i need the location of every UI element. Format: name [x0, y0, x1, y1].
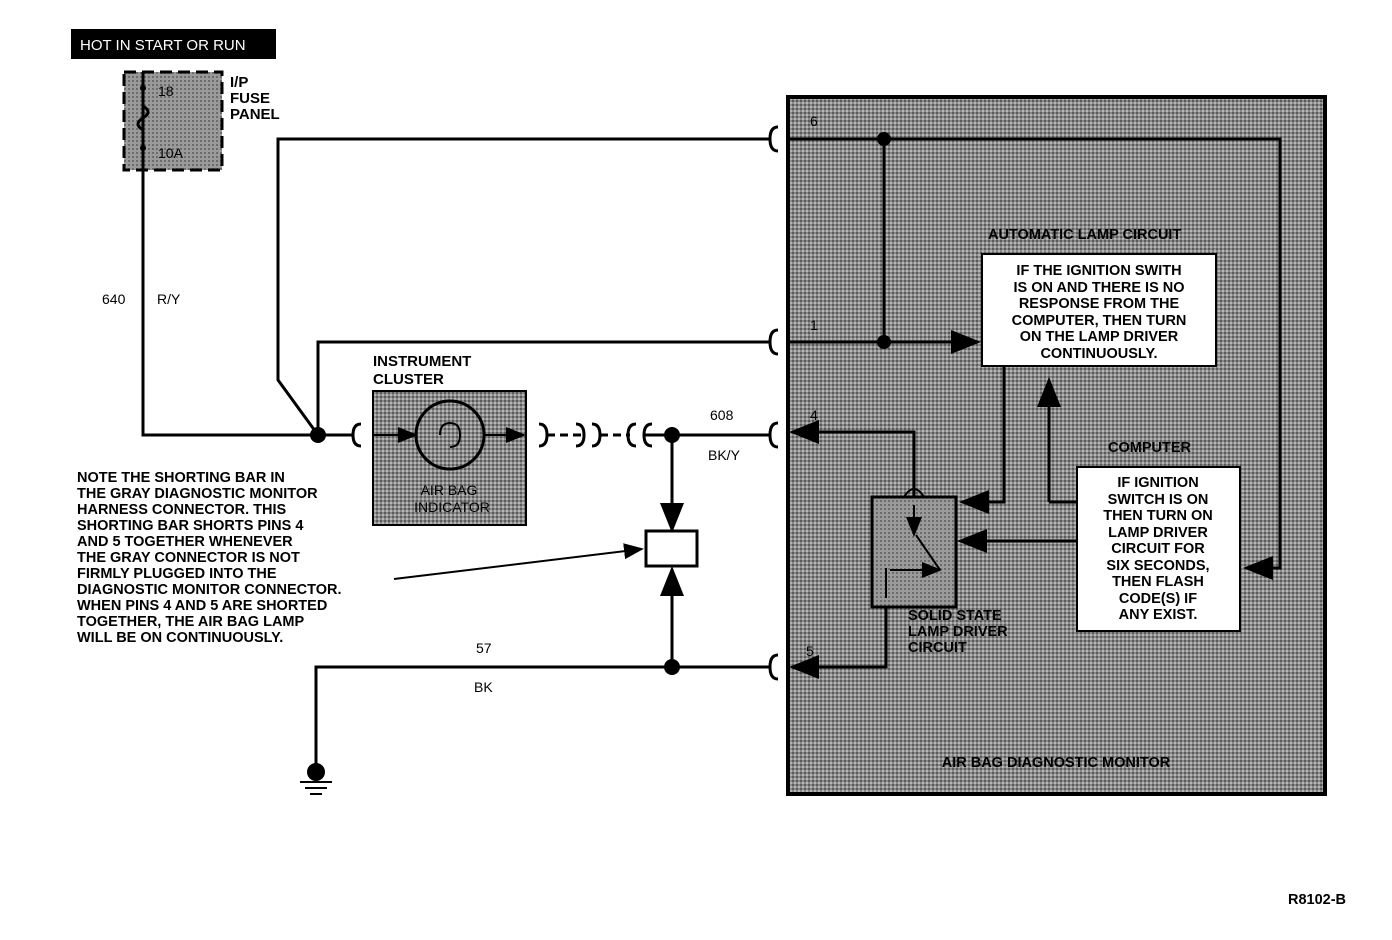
wire-57-color: BK	[474, 679, 493, 695]
fuse-pin: 18	[158, 83, 174, 99]
box1-line: IF THE IGNITION SWITH	[1016, 263, 1181, 279]
wire-to-pin-6	[276, 137, 770, 436]
box2-line: THEN FLASH	[1112, 574, 1204, 590]
note-line: TOGETHER, THE AIR BAG LAMP	[77, 614, 305, 630]
note-line: FIRMLY PLUGGED INTO THE	[77, 566, 277, 582]
instrument-cluster: AIR BAG INDICATOR	[372, 390, 527, 526]
computer-logic-box	[1076, 466, 1241, 632]
computer-label: COMPUTER	[1108, 440, 1192, 456]
shorting-bar-note: NOTE THE SHORTING BAR IN THE GRAY DIAGNO…	[77, 470, 342, 646]
connector-c4	[642, 422, 653, 448]
automatic-lamp-circuit-label: AUTOMATIC LAMP CIRCUIT	[988, 227, 1181, 243]
wire-608-number: 608	[710, 407, 734, 423]
box1-line: COMPUTER, THEN TURN	[1012, 313, 1187, 329]
hot-in-start-or-run-label: HOT IN START OR RUN	[71, 29, 276, 59]
wire-608-color: BK/Y	[708, 447, 741, 463]
box2-line: LAMP DRIVER	[1108, 525, 1208, 541]
air-bag-diagnostic-monitor: 6 1 4 5 SOLID STATE LAMP DRIVER CIRCUIT …	[768, 95, 1327, 796]
note-line: AND 5 TOGETHER WHENEVER	[77, 534, 293, 550]
wire-640	[141, 170, 318, 437]
fuse-panel-label-2: FUSE	[230, 90, 270, 107]
pin-1-label: 1	[810, 317, 818, 333]
air-bag-indicator-label-2: INDICATOR	[414, 499, 490, 515]
lamp-circuit-logic-box	[981, 253, 1217, 367]
note-arrow	[393, 543, 644, 580]
note-line: THE GRAY DIAGNOSTIC MONITOR	[77, 486, 318, 502]
svg-text:HOT IN START OR RUN: HOT IN START OR RUN	[80, 37, 246, 54]
solid-state-label-2: LAMP DRIVER	[908, 624, 1008, 640]
box2-line: CODE(S) IF	[1119, 591, 1197, 607]
fuse-rating: 10A	[158, 145, 184, 161]
box1-line: RESPONSE FROM THE	[1019, 296, 1180, 312]
shorting-bar	[644, 529, 699, 568]
wire-640-number: 640	[102, 291, 126, 307]
connector-pin-5	[768, 653, 779, 681]
connector-c2	[538, 422, 549, 448]
box2-line: THEN TURN ON	[1103, 508, 1213, 524]
note-line: WILL BE ON CONTINUOUSLY.	[77, 630, 283, 646]
connector-pin-4	[768, 421, 779, 449]
box2-line: SWITCH IS ON	[1108, 492, 1209, 508]
connector-c3	[591, 422, 602, 448]
box1-line: IS ON AND THERE IS NO	[1013, 280, 1184, 296]
note-line: NOTE THE SHORTING BAR IN	[77, 470, 285, 486]
solid-state-label-3: CIRCUIT	[908, 640, 967, 656]
connector-pin-1	[768, 328, 779, 356]
connector-c1	[351, 422, 362, 448]
box2-line: IF IGNITION	[1117, 475, 1198, 491]
wire-57-number: 57	[476, 640, 492, 656]
box1-line: CONTINUOUSLY.	[1040, 346, 1157, 362]
fuse-panel-label-1: I/P	[230, 74, 248, 91]
note-line: DIAGNOSTIC MONITOR CONNECTOR.	[77, 582, 342, 598]
ground-icon	[300, 763, 332, 795]
instrument-cluster-title-1: INSTRUMENT	[373, 353, 471, 370]
air-bag-indicator-label-1: AIR BAG	[421, 482, 478, 498]
instrument-cluster-title-2: CLUSTER	[373, 371, 444, 388]
note-line: SHORTING BAR SHORTS PINS 4	[77, 518, 303, 534]
fuse-symbol	[136, 104, 150, 132]
figure-code: R8102-B	[1288, 892, 1346, 908]
box2-line: SIX SECONDS,	[1106, 558, 1209, 574]
wire-to-pin-1	[316, 340, 770, 435]
wire-57	[314, 665, 770, 770]
box1-line: ON THE LAMP DRIVER	[1020, 329, 1179, 345]
note-line: THE GRAY CONNECTOR IS NOT	[77, 550, 300, 566]
pin-6-label: 6	[810, 113, 818, 129]
wire-640-color: R/Y	[157, 291, 181, 307]
connector-pin-6	[768, 125, 779, 153]
ip-fuse-panel: 18 10A	[122, 70, 224, 172]
pin-5-label: 5	[806, 643, 814, 659]
solid-state-label-1: SOLID STATE	[908, 608, 1002, 624]
fuse-panel-label-3: PANEL	[230, 106, 280, 123]
note-line: HARNESS CONNECTOR. THIS	[77, 502, 287, 518]
box2-line: CIRCUIT FOR	[1111, 541, 1205, 557]
monitor-title: AIR BAG DIAGNOSTIC MONITOR	[942, 755, 1171, 771]
box2-line: ANY EXIST.	[1119, 607, 1198, 623]
pin-4-label: 4	[810, 407, 818, 423]
note-line: WHEN PINS 4 AND 5 ARE SHORTED	[77, 598, 327, 614]
